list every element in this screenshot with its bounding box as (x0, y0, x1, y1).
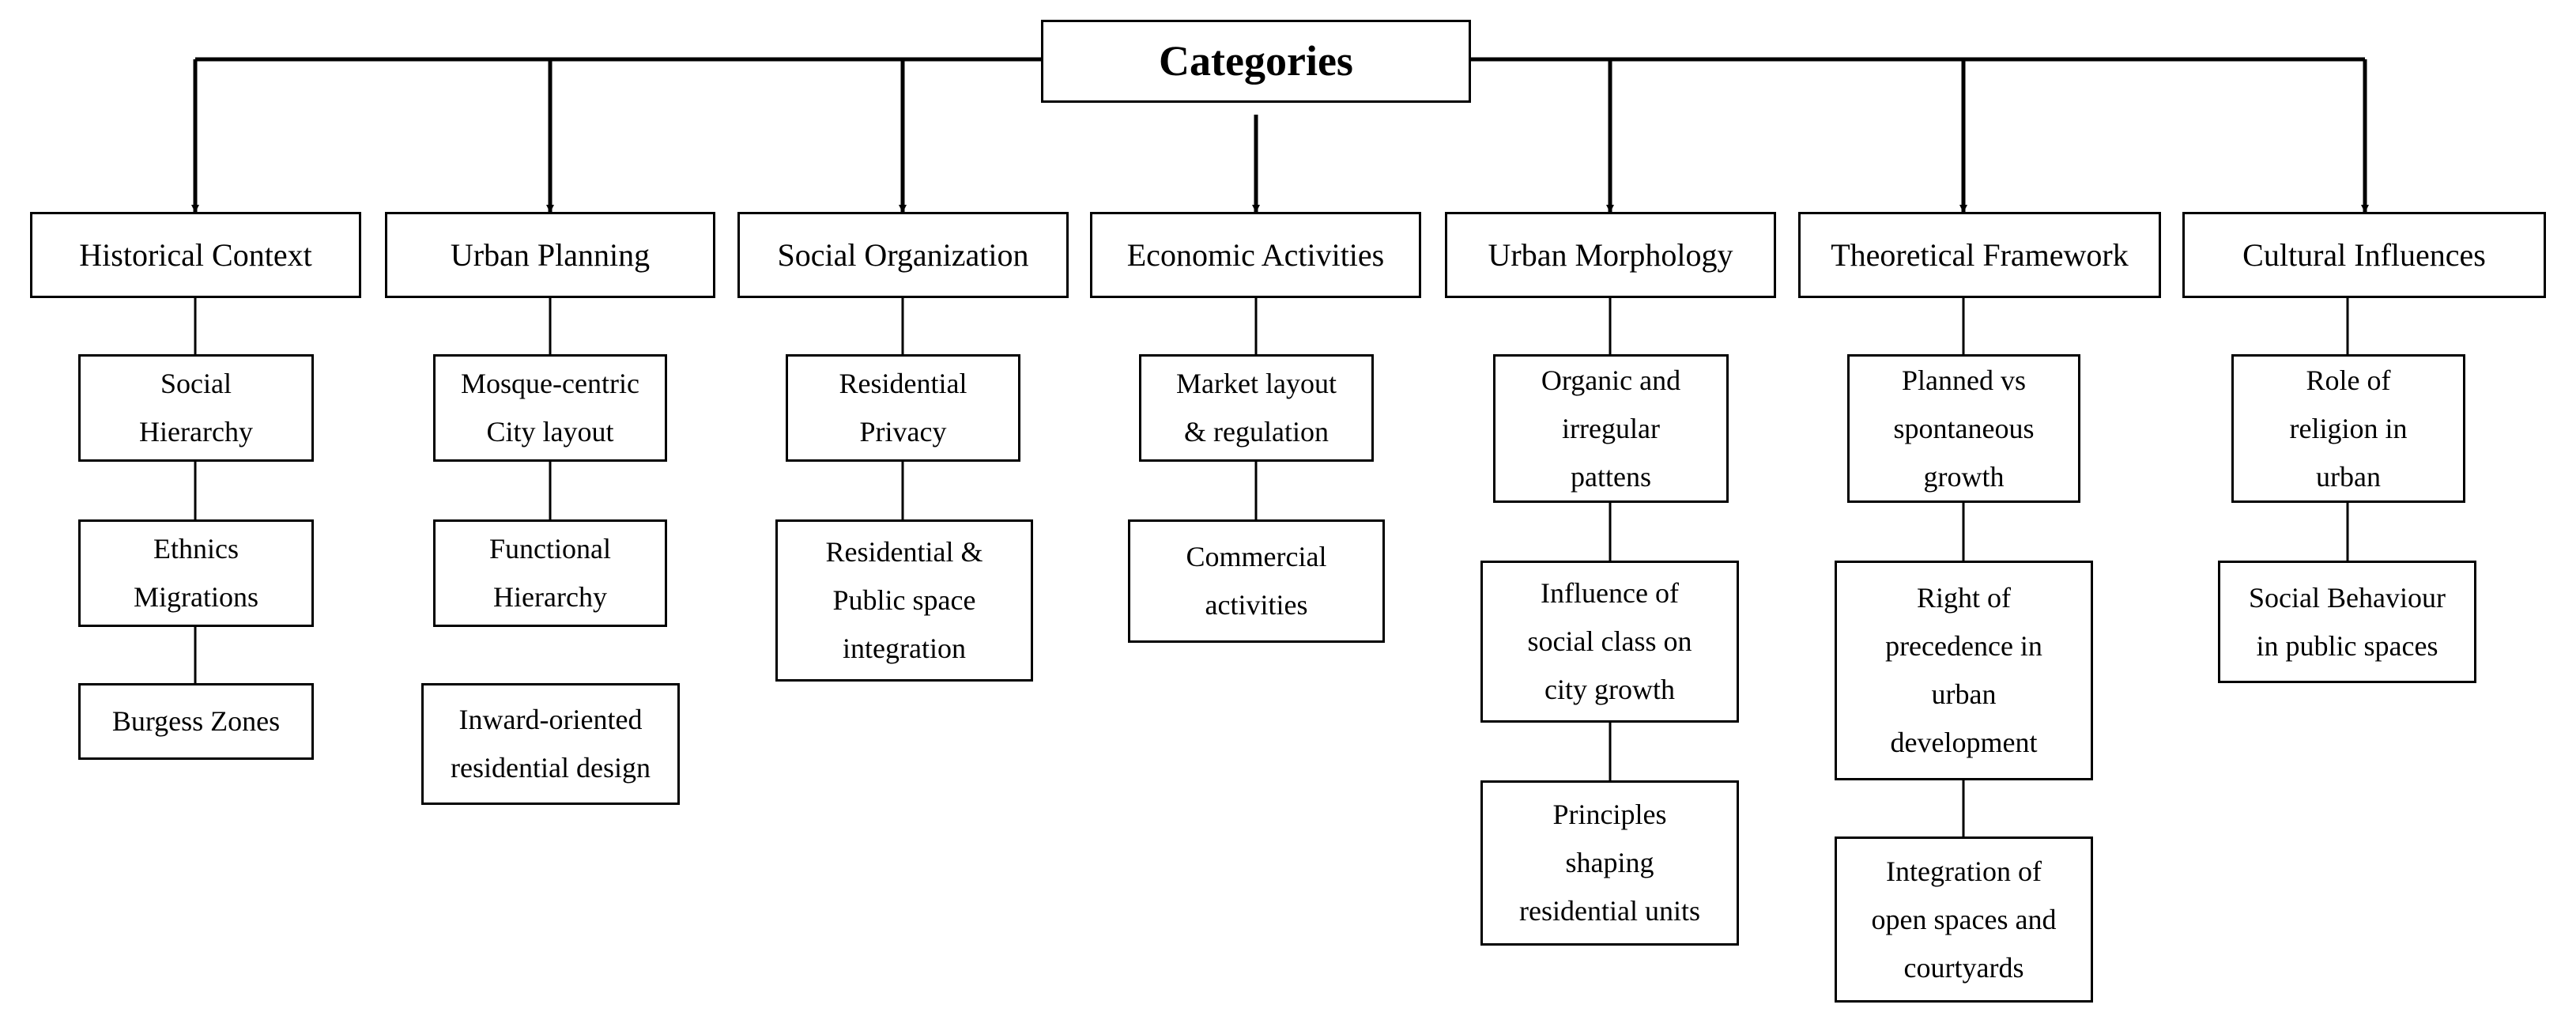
item-market-layout-regulation: Market layout & regulation (1139, 354, 1374, 462)
item-ethnics-migrations: Ethnics Migrations (78, 519, 314, 627)
item-residential-public-space-integration: Residential & Public space integration (775, 519, 1033, 682)
category-label: Historical Context (79, 236, 312, 273)
item-label: Planned vs spontaneous growth (1893, 364, 2035, 493)
item-residential-privacy: Residential Privacy (786, 354, 1020, 462)
item-mosque-centric-city-layout: Mosque-centric City layout (433, 354, 667, 462)
item-organic-irregular-pattens: Organic and irregular pattens (1493, 354, 1729, 503)
item-label: Social Behaviour in public spaces (2249, 581, 2446, 662)
item-label: Functional Hierarchy (489, 533, 611, 613)
item-label: Role of religion in urban (2289, 364, 2408, 493)
item-label: Commercial activities (1186, 541, 1327, 621)
item-role-of-religion: Role of religion in urban (2231, 354, 2465, 503)
item-label: Organic and irregular pattens (1541, 364, 1681, 493)
item-burgess-zones: Burgess Zones (78, 683, 314, 760)
category-historical-context: Historical Context (30, 212, 361, 298)
category-label: Cultural Influences (2242, 236, 2486, 273)
item-integration-open-spaces: Integration of open spaces and courtyard… (1835, 837, 2093, 1003)
item-label: Mosque-centric City layout (461, 368, 639, 448)
category-label: Urban Morphology (1488, 236, 1733, 273)
category-label: Social Organization (777, 236, 1029, 273)
item-label: Principles shaping residential units (1519, 799, 1700, 927)
category-urban-morphology: Urban Morphology (1445, 212, 1776, 298)
item-principles-residential-units: Principles shaping residential units (1480, 780, 1739, 946)
item-commercial-activities: Commercial activities (1128, 519, 1385, 643)
item-planned-vs-spontaneous-growth: Planned vs spontaneous growth (1847, 354, 2080, 503)
root-label: Categories (1159, 36, 1353, 85)
item-label: Burgess Zones (111, 705, 281, 737)
item-label: Social Hierarchy (139, 368, 253, 448)
root-node: Categories (1041, 20, 1471, 103)
category-theoretical-framework: Theoretical Framework (1798, 212, 2161, 298)
category-label: Theoretical Framework (1831, 236, 2129, 273)
category-urban-planning: Urban Planning (385, 212, 715, 298)
item-influence-social-class: Influence of social class on city growth (1480, 561, 1739, 723)
item-social-behaviour-public-spaces: Social Behaviour in public spaces (2218, 561, 2476, 683)
item-label: Integration of open spaces and courtyard… (1871, 855, 2057, 984)
item-label: Influence of social class on city growth (1527, 577, 1692, 705)
item-label: Inward-oriented residential design (451, 704, 651, 784)
item-label: Ethnics Migrations (134, 533, 258, 613)
item-social-hierarchy: Social Hierarchy (78, 354, 314, 462)
category-label: Economic Activities (1126, 236, 1385, 273)
item-label: Market layout & regulation (1176, 368, 1337, 448)
item-functional-hierarchy: Functional Hierarchy (433, 519, 667, 627)
category-cultural-influences: Cultural Influences (2182, 212, 2546, 298)
item-inward-oriented-residential-design: Inward-oriented residential design (421, 683, 680, 805)
category-economic-activities: Economic Activities (1090, 212, 1421, 298)
item-label: Residential Privacy (839, 368, 967, 448)
item-label: Right of precedence in urban development (1885, 582, 2042, 758)
category-label: Urban Planning (450, 236, 651, 273)
item-right-of-precedence: Right of precedence in urban development (1835, 561, 2093, 780)
category-social-organization: Social Organization (737, 212, 1069, 298)
item-label: Residential & Public space integration (825, 536, 983, 664)
